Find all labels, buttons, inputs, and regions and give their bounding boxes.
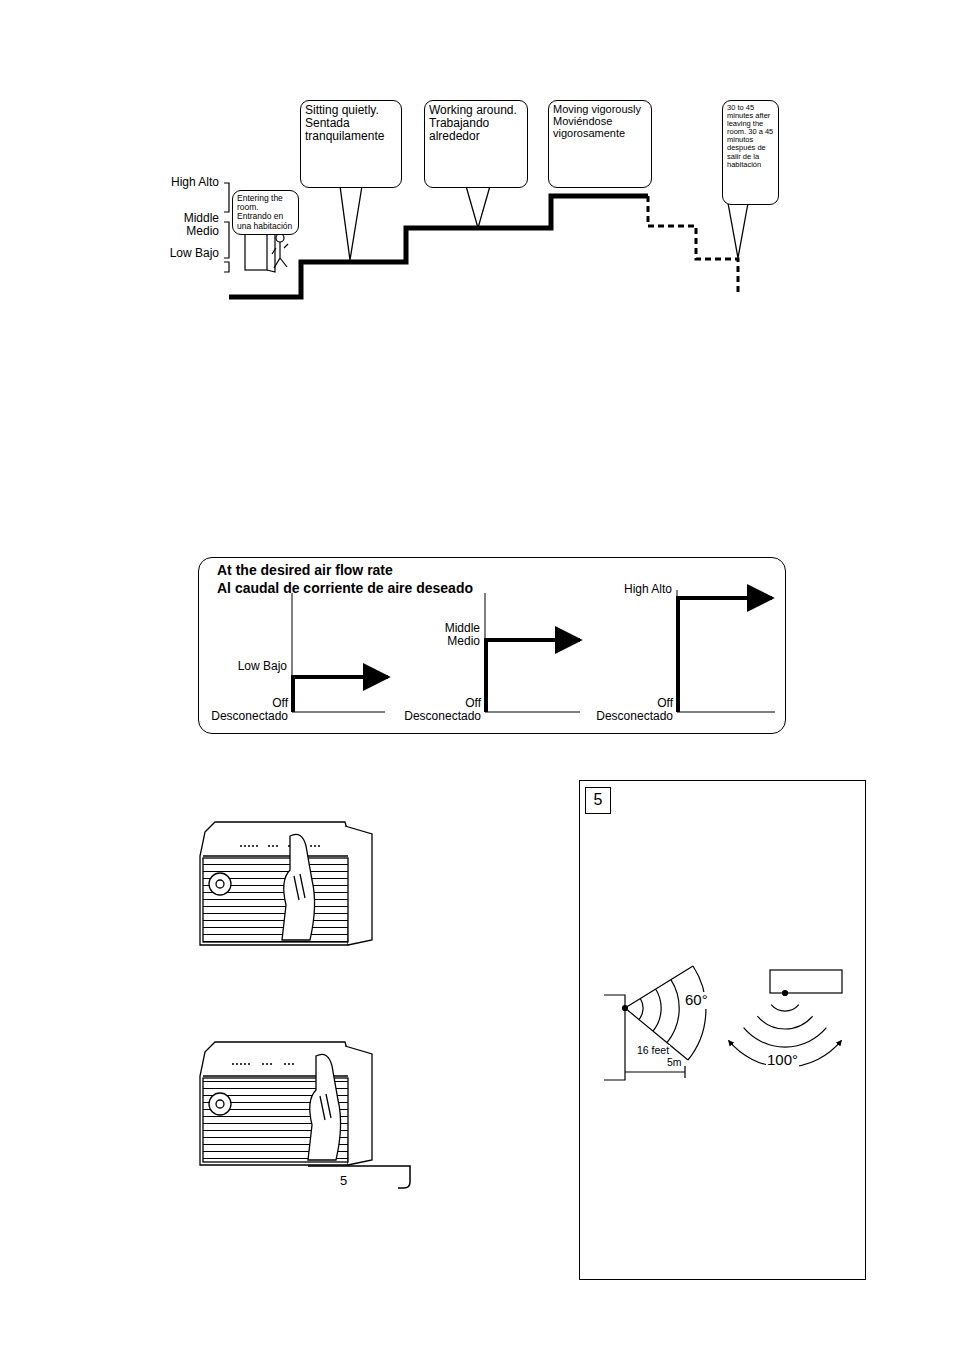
air-purifier-unit [200, 1042, 372, 1165]
callout-bubble: Moving vigorously Moviéndose vigorosamen… [548, 100, 652, 188]
off-label: Off Desconectado [581, 697, 673, 723]
off-label: Off Desconectado [389, 697, 481, 723]
page-tab [308, 1166, 410, 1188]
bubble-tail [340, 186, 748, 260]
callout-bubble: 30 to 45 minutes after leaving the room.… [722, 100, 779, 205]
node-text: 5 [586, 788, 610, 812]
callout-bubble: Entering the room. Entrando en una habit… [232, 190, 299, 235]
flow-chart [292, 590, 775, 712]
level-label: Low Bajo [159, 247, 219, 260]
angle-label: 100° [766, 1052, 799, 1069]
level-label: Middle Medio [159, 212, 219, 238]
level-label: High Alto [159, 176, 219, 189]
node-text: Entering the room. Entrando en una habit… [237, 194, 294, 231]
distance-label: 16 feet [636, 1045, 670, 1057]
airflow-decay [648, 196, 738, 295]
air-purifier-unit [200, 822, 372, 945]
node-text: Working around. Trabajando alrededor [429, 104, 523, 143]
callout-bubble: Working around. Trabajando alrededor [424, 100, 528, 188]
level-label: Middle Medio [420, 622, 480, 648]
distance-label: 5m [666, 1057, 683, 1069]
page-number: 5 [340, 1174, 354, 1188]
callout-bubble: Sitting quietly. Sentada tranquilamente [300, 100, 402, 188]
node-text: At the desired air flow rate [217, 562, 767, 580]
node-text: Moving vigorously Moviéndose vigorosamen… [553, 104, 647, 140]
angle-label: 60° [684, 992, 709, 1009]
node-text: Sitting quietly. Sentada tranquilamente [305, 104, 397, 143]
node-text: 30 to 45 minutes after leaving the room.… [727, 104, 774, 169]
level-axis [224, 183, 229, 272]
sensor-range-side [604, 966, 706, 1080]
level-label: High Alto [622, 583, 672, 596]
node-subtext: Al caudal de corriente de aire deseado [217, 580, 767, 598]
off-label: Off Desconectado [196, 697, 288, 723]
level-label: Low Bajo [237, 660, 287, 673]
section-number-box: 5 [585, 787, 611, 814]
section-panel [580, 781, 866, 1280]
